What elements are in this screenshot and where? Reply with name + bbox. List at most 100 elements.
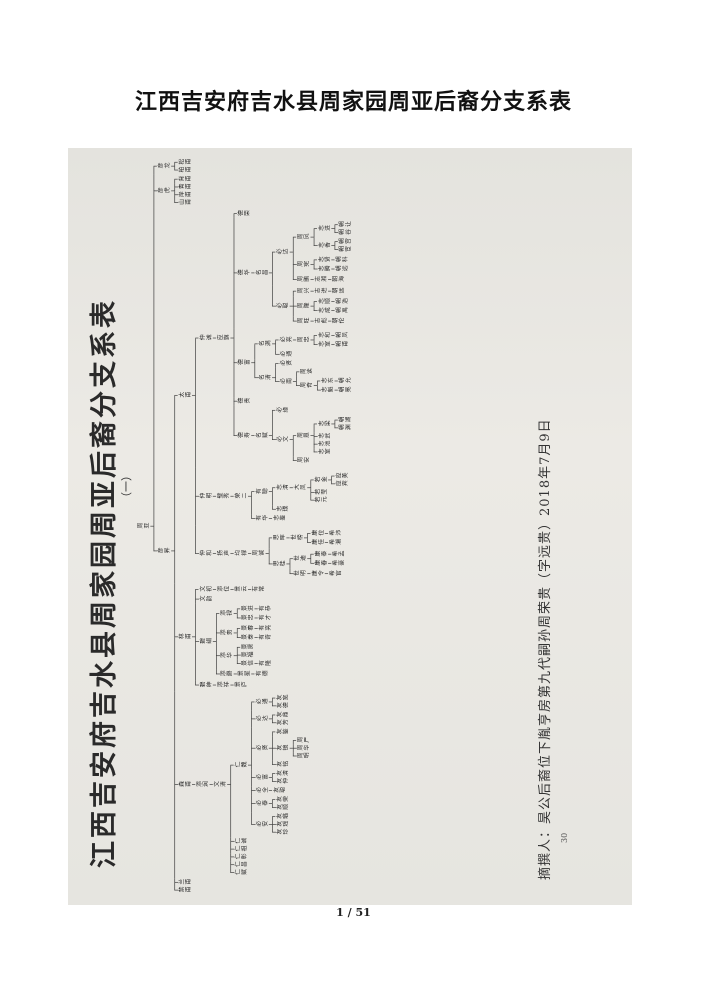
tree-node: 世明康令希官: [293, 569, 342, 578]
person-name: 应美: [335, 473, 349, 480]
tree-node: 友鉴: [275, 729, 289, 736]
tree-branch-item: 景星有德: [237, 670, 269, 679]
tree-branch-item: 德荣: [234, 210, 352, 218]
person-name: 名满: [258, 340, 272, 348]
tree-node: 景贤: [240, 644, 254, 651]
person-name: 扬声: [216, 550, 230, 558]
person-name: 朝远: [331, 288, 345, 295]
tree-branch-item: 友珍: [272, 829, 290, 837]
tree-branch-item: 朝冕: [338, 387, 352, 395]
person-name: 世迪: [293, 555, 307, 563]
person-name: 景福: [240, 652, 254, 659]
tree-branch: 周鹏志湘朝海周宪志腾朝远志贤朝科周凤志香朝宦朝宫志进朝谷朝让: [290, 220, 353, 285]
person-name: 德富: [237, 359, 251, 367]
person-name: 周忠: [296, 337, 310, 344]
person-name: 必达: [275, 249, 289, 256]
person-name: 周华: [296, 745, 310, 752]
person-name: 仲明: [199, 493, 213, 500]
tree-node: 思桂世明康令希官世迪康春希豪康泰希孟: [272, 549, 346, 579]
tree-node: 志香朝宦朝宫: [317, 238, 352, 254]
tree-branch: 朝冕: [335, 387, 353, 395]
tree-node: 志进朝远: [314, 288, 346, 296]
tree-branch: 景云有常: [230, 585, 265, 594]
tree-node: 德贵: [237, 398, 251, 405]
person-name: 周宪: [296, 261, 310, 269]
tree-node: 康令希官: [310, 570, 342, 578]
tree-branch-item: 朝甫: [335, 341, 349, 349]
tree-node: 璧秀荣二有华志鉴有聪志璞志清大凤若元若莹若金应宾应美: [216, 469, 349, 524]
tree-branch: 文清仁赋仁昌仁彰仁祖仁诚仁魏必安友珍友瑶友璐必泰友顺友荣必全友聪必富友仲友清必贤…: [210, 693, 311, 878]
tree-node: 希官: [328, 571, 342, 578]
tree-branch-item: 名赋必文周安周恩志室志池志武志梁朝渊朝湖必缘: [254, 406, 352, 466]
tree-branch: 朝海: [328, 276, 346, 284]
tree-node: 希潮: [328, 540, 342, 547]
person-name: 周凤: [296, 234, 310, 241]
tree-node: 德寿名赋必文周安周恩志室志池志武志梁朝渊朝湖必缘: [237, 406, 352, 466]
tree-node: 德华名昌必聪周旺志彪朝伦周隆志成朝禹志顺朝浩周兴志进朝远必达周鹏志湘朝海周宪志腾…: [237, 219, 352, 328]
person-name: 景忠: [240, 615, 254, 622]
tree-node: 仁魏必安友珍友瑶友璐必泰友顺友荣必全友聪必富友仲友清必贤友铭友镜周明周华周严友鉴…: [234, 694, 311, 837]
person-name: 德寿: [237, 432, 251, 440]
tree-branch-item: 名满必通必亮周忠志室朝甫志和朝凤: [254, 329, 352, 359]
tree-node: 景庐: [234, 682, 248, 689]
person-name: 山甫: [178, 199, 192, 207]
person-name: 友璐: [275, 813, 289, 821]
tree-branch: 志彪朝伦: [310, 317, 345, 326]
tree-node: 必亮周忠志室朝甫志和朝凤: [279, 331, 349, 351]
tree-branch-item: 兰甫: [174, 879, 352, 887]
person-name: 朝湖: [338, 417, 352, 424]
tree-branch-item: 周恩志室志池志武志梁朝渊朝湖: [293, 415, 352, 457]
person-name: 碧绅: [199, 682, 213, 689]
tree-branch-item: 柏甫: [174, 166, 192, 174]
tree-node: 志鉴: [272, 515, 286, 522]
tree-branch-item: 志武: [314, 433, 352, 441]
tree-node: 有才: [258, 615, 272, 622]
tree-branch-item: 朝远: [331, 288, 345, 296]
person-name: 希孟: [331, 551, 345, 558]
tree-branch-item: 太甫仲和扬声均禄周诚思桂世明康令希官世迪康春希豪康泰希孟思晖世榜康佳希潮康位希沛…: [174, 208, 352, 583]
person-name: 荣二: [234, 493, 248, 500]
tree-node: 必南周奇志魁朝冕志东朝允周读: [279, 368, 353, 395]
person-name: 名清: [258, 374, 272, 382]
tree-branch: 璧秀荣二有华志鉴有聪志璞志清大凤若元若莹若金应宾应美: [213, 469, 349, 525]
tree-branch-item: 友鼎: [272, 711, 290, 719]
tree-branch: 友聪: [269, 787, 287, 795]
person-name: 岸甫: [178, 191, 192, 199]
person-name: 希豪: [331, 560, 345, 567]
tree-branch-item: 必缘: [272, 407, 352, 415]
tree-node: 必贤: [279, 360, 293, 367]
tree-branch-item: 德富名清必南周奇志魁朝冕志东朝允周读必贤名满必通必亮周忠志室朝甫志和朝凤: [234, 329, 352, 398]
person-name: 友德: [275, 702, 289, 710]
tree-node: 希沛: [328, 530, 342, 537]
person-name: 志彪: [314, 318, 328, 325]
tree-branch-item: 必聪周旺志彪朝伦周隆志成朝禹志顺朝浩周兴志进朝远: [272, 286, 352, 328]
person-name: 周奇: [300, 382, 314, 390]
person-name: 名赋: [255, 432, 269, 440]
tree-branch-item: 志腾朝远: [314, 265, 349, 274]
tree-node: 林甫碧绅添祥景庐碧绢添爵景星有德添华景信有隆景福景贤添贵景泰有奇景春有亮添禄景忠…: [178, 584, 272, 691]
tree-node: 景泰有奇: [240, 634, 272, 642]
person-name: 康泰: [314, 551, 328, 558]
tree-branch-item: 必贤友铭友镜周明周华周严友鉴: [251, 728, 310, 770]
person-name: 林甫: [178, 633, 192, 641]
tree-node: 志和朝凤: [317, 332, 349, 340]
person-name: 仁昌: [234, 861, 248, 869]
person-name: 文初: [199, 586, 213, 593]
tree-branch-item: 友铭: [272, 761, 310, 769]
person-name: 朝科: [335, 256, 349, 264]
tree-node: 志贤朝科: [317, 256, 349, 264]
tree-node: 必通友德友宽: [254, 694, 289, 710]
person-name: 背甫: [178, 176, 192, 183]
tree-branch-item: 志室朝甫: [314, 340, 349, 349]
tree-branch: 名清必南周奇志魁朝冕志东朝允周读必贤名满必通必亮周忠志室朝甫志和朝凤: [251, 329, 352, 397]
tree-branch-item: 德寿名赋必文周安周恩志室志池志武志梁朝渊朝湖必缘: [234, 405, 352, 466]
tree-branch: 添润文清仁赋仁昌仁彰仁祖仁诚仁魏必安友珍友瑶友璐必泰友顺友荣必全友聪必富友仲友清…: [192, 692, 310, 878]
person-name: 友清: [275, 770, 289, 778]
person-name: 必贤: [279, 360, 293, 367]
person-name: 朝允: [338, 378, 352, 385]
tree-branch: 扬声均禄周诚思桂世明康令希官世迪康春希豪康泰希孟思晖世榜康佳希潮康位希沛: [213, 526, 346, 582]
tree-branch-item: 康位希沛: [307, 529, 342, 538]
tree-node: 周安: [296, 457, 310, 464]
chart-compiler-note: 摘撰人：昊公后裔位下胤亨房第九代嗣孙周荣贵（字远贵）2018年7月9日: [538, 418, 553, 880]
tree-node: 若金应宾应美: [314, 472, 349, 488]
